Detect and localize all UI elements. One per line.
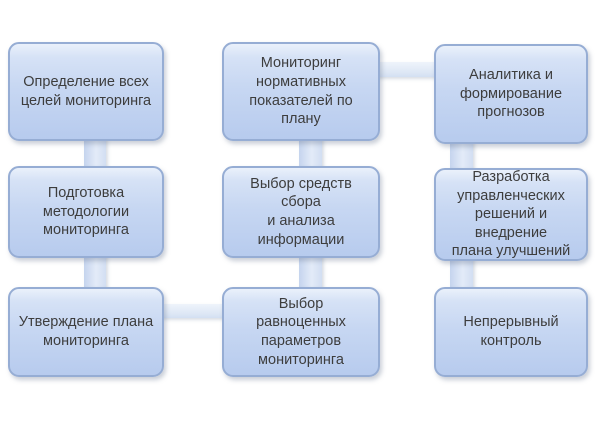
node-select-collection-tools-label: Выбор средств сбора и анализа информации bbox=[250, 175, 352, 248]
node-continuous-control-label: Непрерывный контроль bbox=[463, 314, 559, 349]
node-monitor-indicators: Мониторинг нормативных показателей по пл… bbox=[222, 42, 380, 141]
node-define-goals-label: Определение всех целей мониторинга bbox=[20, 73, 152, 109]
node-select-equivalent-params-label: Выбор равноценных параметров мониторинга bbox=[256, 295, 346, 368]
node-prepare-methodology: Подготовка методологии мониторинга bbox=[8, 166, 164, 258]
connector-middle-col-2 bbox=[299, 252, 322, 293]
node-prepare-methodology-label: Подготовка методологии мониторинга bbox=[42, 185, 130, 239]
node-analytics-forecasts-label: Аналитика и формирование прогнозов bbox=[459, 67, 563, 121]
connector-left-col-1 bbox=[84, 136, 106, 172]
node-approve-plan: Утверждение плана мониторинга bbox=[8, 287, 164, 377]
node-select-equivalent-params: Выбор равноценных параметров мониторинга bbox=[222, 287, 380, 377]
connector-top-horizontal bbox=[376, 62, 438, 77]
node-approve-plan-label: Утверждение плана мониторинга bbox=[18, 314, 154, 349]
node-select-collection-tools: Выбор средств сбора и анализа информации bbox=[222, 166, 380, 258]
connector-right-col-1 bbox=[450, 140, 473, 174]
connector-middle-col-1 bbox=[299, 136, 322, 172]
node-monitor-indicators-label: Мониторинг нормативных показателей по пл… bbox=[249, 55, 353, 128]
node-continuous-control: Непрерывный контроль bbox=[434, 287, 588, 377]
connector-right-col-2 bbox=[450, 255, 473, 293]
node-develop-decisions: Разработка управленческих решений и внед… bbox=[434, 168, 588, 261]
connector-bottom-horizontal bbox=[160, 304, 226, 318]
node-develop-decisions-label: Разработка управленческих решений и внед… bbox=[451, 169, 571, 260]
connector-left-col-2 bbox=[84, 252, 106, 293]
node-define-goals: Определение всех целей мониторинга bbox=[8, 42, 164, 141]
node-analytics-forecasts: Аналитика и формирование прогнозов bbox=[434, 44, 588, 144]
